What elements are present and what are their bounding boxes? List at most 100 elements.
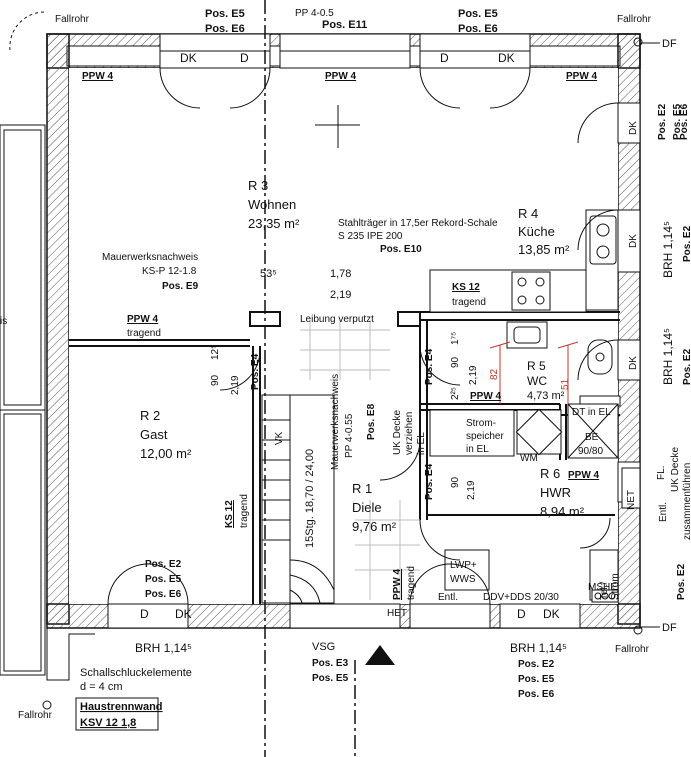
label: DK — [628, 356, 639, 370]
label: Entl. — [438, 592, 458, 603]
label: 1,78 — [330, 268, 351, 280]
label: Entl. — [658, 502, 669, 522]
label: BRH 1,14⁵ — [661, 221, 675, 278]
label: UK Decke — [392, 410, 403, 455]
label: DK — [175, 607, 192, 621]
label: PPW 4 — [566, 71, 598, 82]
label: 53⁵ — [260, 268, 277, 280]
label: Stahlträger in 17,5er Rekord-Schale — [338, 218, 498, 229]
label: Pos. E11 — [322, 19, 367, 31]
label: DDV+DDS 20/30 — [483, 592, 559, 603]
label: Fallrohr — [18, 710, 53, 721]
label: Pos. E6 — [518, 689, 555, 700]
label: speicher — [466, 431, 504, 442]
label: KS 12 — [224, 500, 235, 528]
fallrohr-markers — [9, 11, 643, 710]
label: Pos. E6 — [205, 23, 245, 35]
label: HET — [387, 608, 407, 619]
label: 90 — [210, 374, 221, 386]
label: 2,19 — [230, 375, 241, 395]
label: Pos. E5 — [205, 8, 245, 20]
label: PPW 4 — [470, 391, 502, 402]
label: D — [140, 607, 149, 621]
label: PP 4-0.55 — [344, 413, 355, 458]
label: BRH 1,14⁵ — [661, 328, 675, 385]
label: Pos. E2 — [145, 559, 182, 570]
label: Haustrennwand — [80, 701, 163, 713]
label: Pos. E5 — [145, 574, 182, 585]
label: 12⁵ — [210, 345, 221, 360]
label: DK — [628, 234, 639, 248]
label: 82 — [489, 368, 500, 380]
label: tragend — [127, 328, 161, 339]
label: S 235 IPE 200 — [338, 231, 403, 242]
label: DK — [543, 607, 560, 621]
room-area: 12,00 m² — [140, 446, 192, 461]
floor-grid — [300, 320, 420, 600]
label: Pos. E2 — [682, 348, 691, 385]
label: 2²⁵ — [450, 387, 461, 400]
room-area: 4,73 m² — [527, 390, 565, 402]
label: Pos. E9 — [162, 281, 199, 292]
label: PPW 4 — [325, 71, 357, 82]
label: Pos. E2 — [518, 659, 555, 670]
label: Schallschluckelemente — [80, 667, 192, 679]
label: is — [0, 316, 7, 327]
label: Fallrohr — [615, 644, 650, 655]
label: D — [440, 51, 449, 65]
room-name: WC — [527, 374, 547, 388]
doors — [107, 67, 619, 605]
label: 90/80 — [578, 446, 603, 457]
wc-fixtures — [506, 321, 621, 407]
label: Strom — [610, 573, 621, 600]
label: Pos. E8 — [366, 403, 377, 440]
label: Pos. E6 — [458, 23, 498, 35]
label: Pos. E4 — [424, 348, 435, 385]
label: DK — [180, 51, 197, 65]
label: Pos. E6 — [679, 103, 690, 140]
room-id: R 3 — [248, 178, 268, 193]
label: BE — [585, 432, 599, 443]
label: 15Stg. 18,70 / 24,00 — [304, 449, 316, 548]
room-id: R 6 — [540, 466, 560, 481]
staircase — [261, 394, 335, 604]
label: in EL — [466, 444, 489, 455]
label: Pos. E4 — [424, 463, 435, 500]
label: VK — [274, 431, 285, 445]
label: Fallrohr — [617, 14, 652, 25]
red-dimensions — [489, 341, 579, 404]
label: Pos. E2 — [676, 563, 687, 600]
label: KSV 12 1,8 — [80, 717, 136, 729]
label: LWP+ — [450, 560, 477, 571]
compass-cross — [315, 105, 360, 148]
label: tragend — [452, 297, 486, 308]
label: verziehen — [404, 412, 415, 455]
room-area: 13,85 m² — [518, 242, 570, 257]
label: 2,19 — [468, 365, 479, 385]
label: Strom- — [466, 418, 496, 429]
label: D — [517, 607, 526, 621]
label: DF — [662, 38, 677, 50]
label: PP 4-0.5 — [295, 8, 334, 19]
room-name: Diele — [352, 500, 382, 515]
label: tragend — [406, 566, 417, 600]
label: Fallrohr — [55, 14, 90, 25]
label: UK Decke — [670, 447, 681, 492]
kitchen-counter — [429, 209, 619, 313]
room-name: Küche — [518, 224, 555, 239]
room-area: 9,76 m² — [352, 519, 397, 534]
label: FL. — [656, 466, 667, 480]
label: BRH 1,14⁵ — [135, 641, 192, 655]
entrance-arrow — [365, 645, 395, 665]
label: DF — [662, 622, 677, 634]
label: DT in EL — [572, 407, 611, 418]
label: 2,19 — [330, 289, 351, 301]
label: Pos. E5 — [458, 8, 498, 20]
label: Tel./ — [599, 581, 610, 600]
label: in EL — [416, 432, 427, 455]
label: D — [240, 51, 249, 65]
label: VSG — [312, 641, 335, 653]
label: PPW 4 — [392, 568, 403, 600]
label: PPW 4 — [127, 314, 159, 325]
